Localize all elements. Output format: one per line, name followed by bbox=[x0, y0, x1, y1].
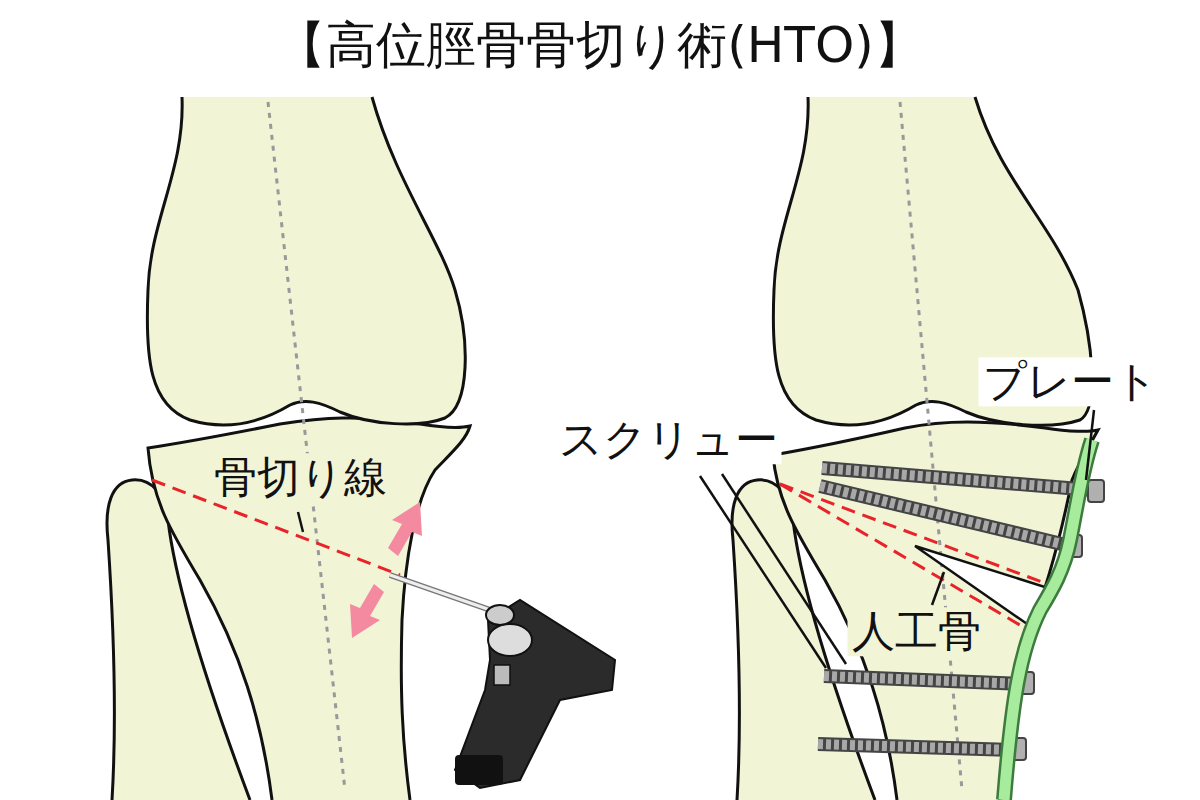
leader-line bbox=[298, 512, 303, 532]
femur bbox=[147, 97, 465, 425]
plate bbox=[1004, 440, 1092, 800]
part-label: スクリュー bbox=[555, 415, 782, 464]
left-knee bbox=[107, 97, 615, 800]
motion-arrow bbox=[388, 502, 422, 556]
leader-line bbox=[700, 476, 826, 668]
part-label: プレート bbox=[979, 357, 1162, 406]
leader-line bbox=[722, 474, 846, 664]
screw bbox=[824, 672, 1034, 694]
screw bbox=[818, 738, 1026, 760]
leader-line bbox=[932, 572, 944, 605]
motion-arrow bbox=[350, 584, 384, 638]
tibia bbox=[148, 418, 470, 800]
screw bbox=[820, 486, 1082, 557]
plate bbox=[1004, 440, 1092, 800]
part-label: 人工骨 bbox=[848, 607, 985, 656]
leader-line bbox=[1086, 410, 1094, 480]
bone-saw bbox=[390, 575, 615, 788]
tibia bbox=[773, 422, 1098, 800]
axis-line bbox=[268, 102, 345, 790]
diagram-title: 【高位脛骨骨切り術(HTO)】 bbox=[276, 17, 924, 75]
part-label: 骨切り線 bbox=[210, 453, 391, 502]
